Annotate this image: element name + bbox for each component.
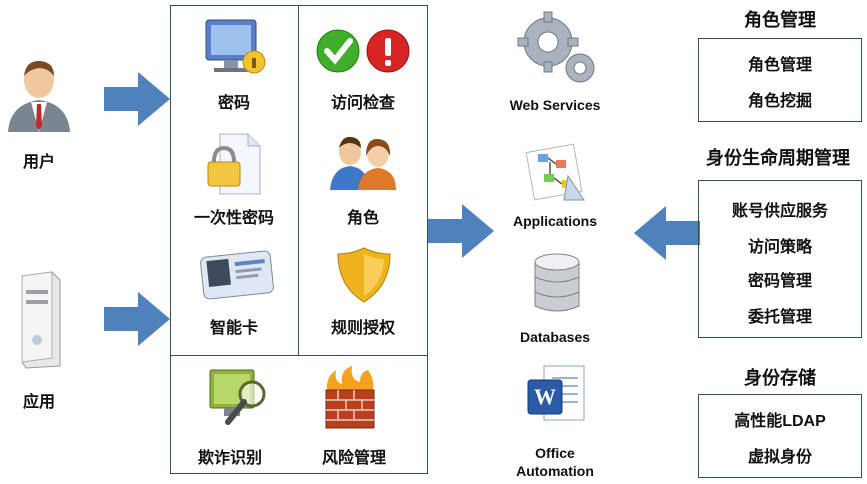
people-icon [330,136,396,190]
auth-cell-rule-auth-label: 规则授权 [330,320,395,337]
auth-cell-risk-label: 风险管理 [321,450,386,467]
firewall-icon [325,366,375,429]
auth-cell-fraud-label: 欺诈识别 [197,450,262,467]
arrow-app-to-auth [104,292,170,346]
arrow-auth-to-resources [428,204,494,258]
lifecycle-title: 身份生命周期管理 [706,148,850,168]
user-icon [8,60,70,132]
app-label: 应用 [22,394,55,411]
storage-box: 高性能LDAP 虚拟身份 [698,394,862,478]
role-mgmt-title: 角色管理 [744,10,816,30]
auth-cell-otp-label: 一次性密码 [193,210,274,227]
role-mgmt-item: 角色管理 [747,57,812,74]
app-chart-icon [525,143,585,201]
role-mgmt-box: 角色管理 角色挖掘 [698,38,862,122]
storage-item: 虚拟身份 [747,449,812,466]
resource-office-automation-label-line2: Automation [516,463,594,479]
resource-web-services-label: Web Services [509,97,601,113]
auth-grid-vdivider [298,5,299,355]
document-lock-icon [207,133,261,195]
password-monitor-lock-icon [205,19,266,74]
auth-cell-smartcard-label: 智能卡 [209,320,258,337]
word-document-icon: W [527,365,585,421]
arrow-user-to-auth [104,72,170,126]
auth-cell-password-label: 密码 [217,95,250,112]
resource-databases-label: Databases [519,329,591,345]
database-icon [534,253,580,312]
auth-grid-frame [170,5,428,474]
lifecycle-box: 账号供应服务 访问策略 密码管理 委托管理 [698,180,862,338]
storage-title: 身份存储 [744,368,816,388]
auth-cell-access-check-label: 访问检查 [330,95,395,112]
user-label: 用户 [22,154,55,171]
lifecycle-item: 账号供应服务 [731,203,828,220]
svg-text:W: W [534,384,556,409]
lifecycle-item: 委托管理 [747,309,812,326]
monitor-magnifier-icon [209,369,266,425]
auth-cell-role-label: 角色 [346,210,379,227]
resource-applications-label: Applications [512,213,597,229]
lifecycle-item: 密码管理 [747,273,812,290]
resource-office-automation-label-line1: Office [535,445,575,461]
server-tower-icon [21,271,61,369]
shield-icon [337,247,391,303]
role-mgmt-item: 角色挖掘 [747,93,812,110]
gears-icon [517,11,595,83]
id-card-icon [200,250,274,300]
auth-grid-hdivider [170,355,428,356]
lifecycle-item: 访问策略 [747,239,812,256]
arrow-identity-to-resources [634,206,700,260]
check-cross-icon [316,29,410,73]
storage-item: 高性能LDAP [734,413,826,430]
